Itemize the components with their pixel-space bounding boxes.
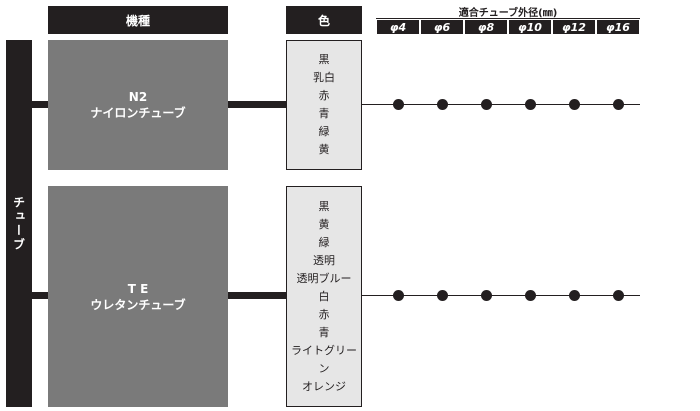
color-item: ライトグリーン [291,343,357,375]
model-header-label: 機種 [125,13,150,28]
color-item: 白 [318,289,330,303]
compat-dot [436,99,448,110]
compat-dot [524,99,536,110]
color-list-box: 黒 黄 緑 透明 透明ブルー 白 赤 青 ライトグリーン オレンジ [286,186,362,407]
compat-dot [392,99,404,110]
color-header: 色 [286,6,362,34]
color-item: 黒 [318,199,330,213]
diameter-cell: φ4 [377,20,419,34]
tube-name: ウレタンチューブ [90,297,186,312]
tube-code: T E [127,281,149,296]
connector-line [32,292,48,299]
color-item: 赤 [318,89,330,102]
tube-type-box: N2 ナイロンチューブ [48,40,228,170]
color-item: 透明ブルー [296,271,352,285]
connector-line [228,101,286,108]
color-item: 青 [318,325,330,339]
compat-dot [524,290,536,301]
tube-sidebar: チューブ [6,40,32,407]
compat-dot [612,99,624,110]
compat-dot [480,290,492,301]
diameter-cell: φ8 [465,20,507,34]
color-item: 赤 [318,307,330,321]
color-item: 乳白 [313,71,335,84]
color-item: 緑 [318,125,330,138]
tube-code: N2 [128,90,148,104]
diameter-header-rule [376,18,640,19]
diameter-cell: φ6 [421,20,463,34]
compat-dot [612,290,624,301]
color-item: 黒 [318,53,330,66]
color-item: 青 [318,107,330,120]
color-item: 透明 [313,253,335,267]
compat-dot [568,99,580,110]
color-item: 黄 [318,217,330,231]
diameter-cell: φ16 [597,20,639,34]
tube-type-box: T E ウレタンチューブ [48,186,228,407]
diameter-header-title: 適合チューブ外径(㎜) [458,7,558,19]
tube-sidebar-label: チューブ [11,195,26,252]
connector-line [32,101,48,108]
color-header-label: 色 [317,13,330,28]
model-header: 機種 [48,6,228,34]
color-item: オレンジ [302,379,346,393]
compat-dot [436,290,448,301]
color-item: 黄 [318,143,330,156]
compat-line [362,104,640,105]
connector-line [228,292,286,299]
color-list-box: 黒 乳白 赤 青 緑 黄 [286,40,362,170]
compat-dot [392,290,404,301]
tube-name: ナイロンチューブ [90,106,186,120]
compat-line [362,295,640,296]
diameter-cell: φ10 [509,20,551,34]
compat-dot [568,290,580,301]
diameter-cell: φ12 [553,20,595,34]
compat-dot [480,99,492,110]
color-item: 緑 [318,235,330,249]
